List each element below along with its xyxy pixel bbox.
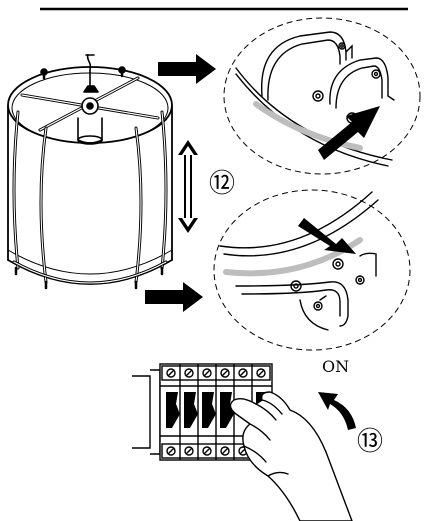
step-12-marker: ⑫ (209, 169, 235, 199)
arrow-to-bottom-detail (145, 282, 203, 312)
step-12-label: ⑫ (209, 169, 235, 199)
hand-icon (229, 391, 353, 521)
detail-callout-top (223, 17, 421, 175)
step-13-marker: ⑬ (357, 427, 383, 457)
lamp-shade-icon (7, 54, 173, 290)
arrow-to-top-detail (158, 54, 216, 84)
switch-on-label: ON (322, 357, 349, 376)
detail-callout-bottom (213, 189, 411, 351)
curved-arrow-icon (318, 392, 356, 430)
double-arrow-icon (178, 140, 198, 233)
step-13-label: ⑬ (357, 427, 383, 457)
